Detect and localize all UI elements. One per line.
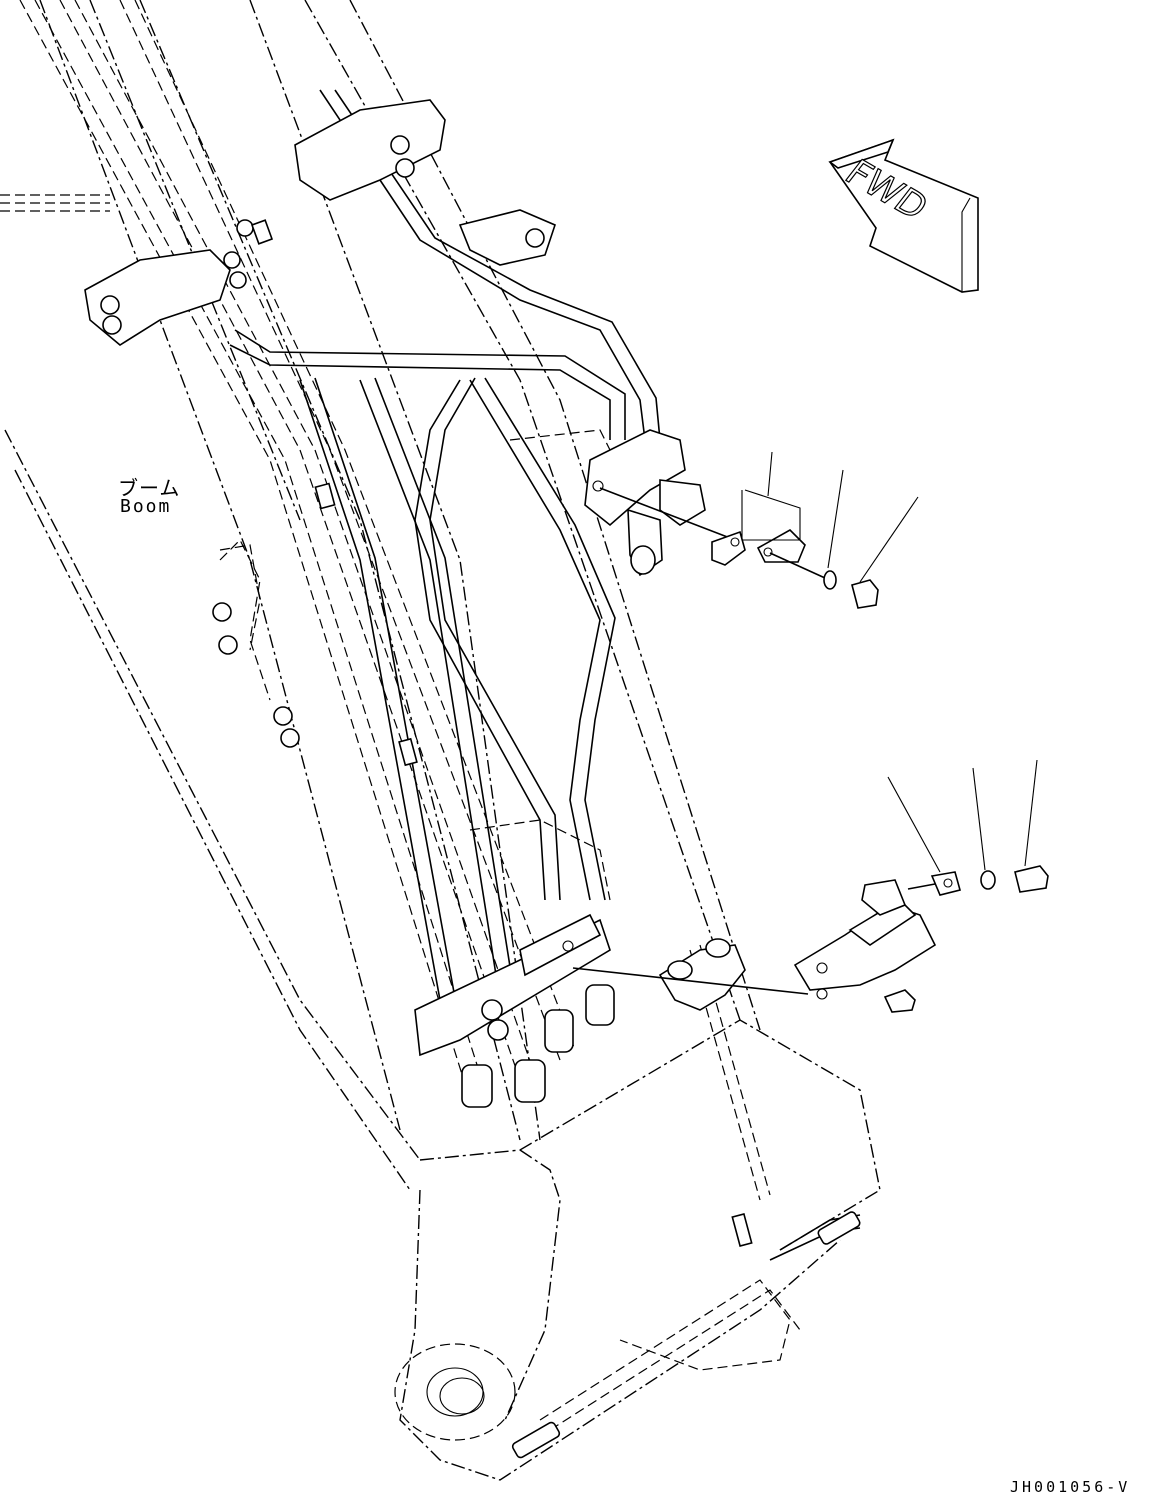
boom-label-en: Boom (120, 496, 172, 517)
exploded-clip-upper (711, 489, 879, 609)
boom-outline (4, 0, 881, 1481)
upper-right-clamp (584, 429, 731, 577)
fwd-arrow: FWD (828, 138, 979, 293)
lower-fittings (511, 1211, 861, 1459)
leader-lines (767, 451, 1038, 873)
upper-clamp-right (294, 99, 556, 266)
boom-foot-pin (394, 1343, 516, 1441)
boom-label-jp: ブーム (118, 476, 181, 500)
lower-clamp-assembly (414, 913, 809, 1108)
exploded-clip-lower (793, 865, 1049, 1013)
solid-tubes (229, 89, 861, 1261)
drawing-id: JH001056-V (1010, 1478, 1131, 1496)
upper-clamp-left (84, 219, 274, 346)
boom-bracket (212, 482, 753, 1248)
